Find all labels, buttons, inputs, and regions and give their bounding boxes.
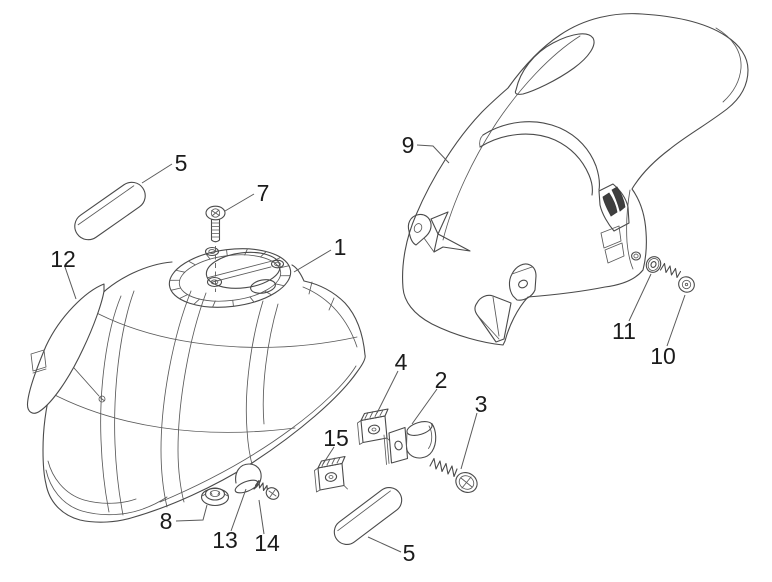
- callout-10-screw-10: 10: [650, 343, 676, 369]
- leader-line-5: [367, 536, 402, 553]
- callout-7-screw-7: 7: [257, 180, 270, 206]
- callout-13-cap-13: 13: [212, 527, 238, 553]
- leader-line-11: [628, 273, 652, 322]
- callout-9-rear-mudguard: 9: [402, 132, 415, 158]
- rubber-pad-top-drawing: [74, 181, 146, 241]
- callout-11-washer-11: 11: [612, 318, 636, 344]
- vent-grille: [598, 183, 630, 232]
- side-trim-drawing: [26, 283, 105, 414]
- callout-4-clip-4: 4: [395, 349, 408, 375]
- clip-15-drawing: [314, 455, 348, 493]
- rear-mudguard-drawing: [402, 13, 749, 346]
- leader-line-7: [224, 193, 255, 212]
- screw-14-drawing: [254, 479, 280, 500]
- leader-line-12: [64, 266, 77, 300]
- callout-5-rubber-pad-top: 5: [175, 150, 188, 176]
- clip-4-drawing: [356, 408, 392, 446]
- screw-10-drawing: [659, 262, 695, 293]
- leader-line-4: [376, 370, 399, 414]
- mounting-plate: [168, 246, 292, 308]
- bracket-front: [474, 294, 512, 343]
- callout-2-clamp-2: 2: [435, 367, 448, 393]
- callout-3-screw-3: 3: [475, 391, 488, 417]
- rubber-pad-bottom-drawing: [333, 487, 403, 545]
- leader-line-10: [666, 294, 686, 347]
- leader-line-9: [416, 144, 450, 164]
- callout-8-nut-8: 8: [160, 508, 173, 534]
- bracket-center: [508, 263, 537, 301]
- clamp-2-drawing: [383, 421, 437, 465]
- leader-line-15: [322, 446, 335, 465]
- bracket-left: [407, 211, 471, 253]
- front-mudguard-drawing: [42, 246, 366, 523]
- washer-11-drawing: [645, 256, 662, 273]
- callout-12-side-trim: 12: [50, 246, 76, 272]
- callout-5-rubber-pad-bottom: 5: [403, 540, 416, 566]
- leader-line-13: [230, 488, 247, 532]
- screw-3-drawing: [429, 457, 478, 493]
- leader-line-14: [258, 499, 265, 535]
- callout-1-front-mudguard: 1: [334, 234, 347, 260]
- leader-line-3: [460, 412, 478, 470]
- cap-13-drawing: [234, 463, 262, 494]
- callout-14-screw-14: 14: [254, 530, 280, 556]
- screw-7-drawing: [205, 205, 226, 292]
- leader-line-8: [175, 504, 208, 522]
- nut-8-drawing: [200, 487, 230, 507]
- callout-15-clip-15: 15: [323, 425, 349, 451]
- leader-line-5: [141, 163, 173, 184]
- leader-line-1: [293, 249, 332, 273]
- leader-line-2: [411, 388, 438, 425]
